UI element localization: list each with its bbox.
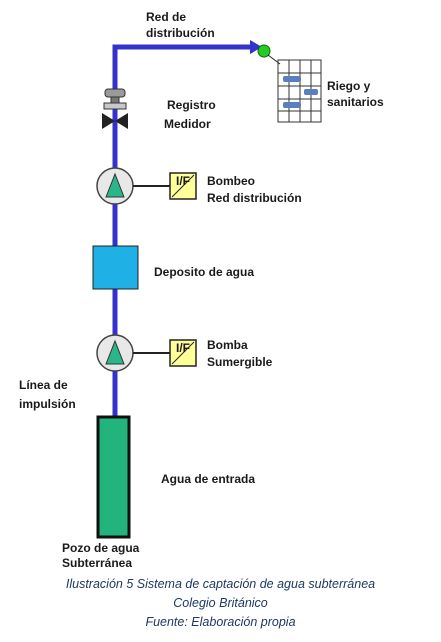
figure-caption: Ilustración 5 Sistema de captación de ag… bbox=[65, 577, 376, 591]
irrigation-grid bbox=[277, 59, 322, 123]
groundwater-well bbox=[96, 415, 131, 539]
registro-label: Registro bbox=[167, 98, 216, 112]
red-distribucion-label: Red distribución bbox=[207, 191, 302, 205]
distribution-pump-icon bbox=[96, 167, 134, 205]
red-label: Red de bbox=[146, 10, 186, 24]
medidor-label: Medidor bbox=[164, 117, 211, 131]
agua-entrada-label: Agua de entrada bbox=[161, 472, 255, 486]
figure-caption-subtitle: Colegio Británico bbox=[173, 596, 268, 610]
controller-symbol-label: I/F bbox=[176, 341, 190, 355]
impulsion-label: impulsión bbox=[19, 397, 76, 411]
figure-caption-source: Fuente: Elaboración propia bbox=[145, 615, 296, 629]
meter-valve-icon bbox=[102, 88, 128, 129]
riego-label: Riego y bbox=[327, 79, 371, 93]
bomba-label: Bomba bbox=[207, 338, 248, 352]
sumergible-label: Sumergible bbox=[207, 355, 273, 369]
controller-icon: I/F bbox=[169, 172, 197, 200]
deposito-label: Deposito de agua bbox=[154, 265, 254, 279]
water-tank bbox=[92, 245, 139, 290]
controller-icon: I/F bbox=[169, 339, 197, 367]
submersible-pump-icon bbox=[96, 334, 134, 372]
bombeo-label: Bombeo bbox=[207, 174, 255, 188]
outlet-node bbox=[257, 44, 271, 58]
riego-label: sanitarios bbox=[327, 95, 384, 109]
sprinkler-block bbox=[304, 89, 318, 95]
sprinkler-block bbox=[283, 76, 301, 82]
linea-label: Línea de bbox=[19, 378, 68, 392]
sprinkler-block bbox=[283, 102, 301, 108]
controller-symbol-label: I/F bbox=[176, 174, 190, 188]
pozo-label: Pozo de agua bbox=[62, 541, 140, 555]
subterranea-label: Subterránea bbox=[62, 556, 132, 570]
flow-arrow-head bbox=[250, 40, 262, 54]
red-label: distribución bbox=[146, 26, 215, 40]
